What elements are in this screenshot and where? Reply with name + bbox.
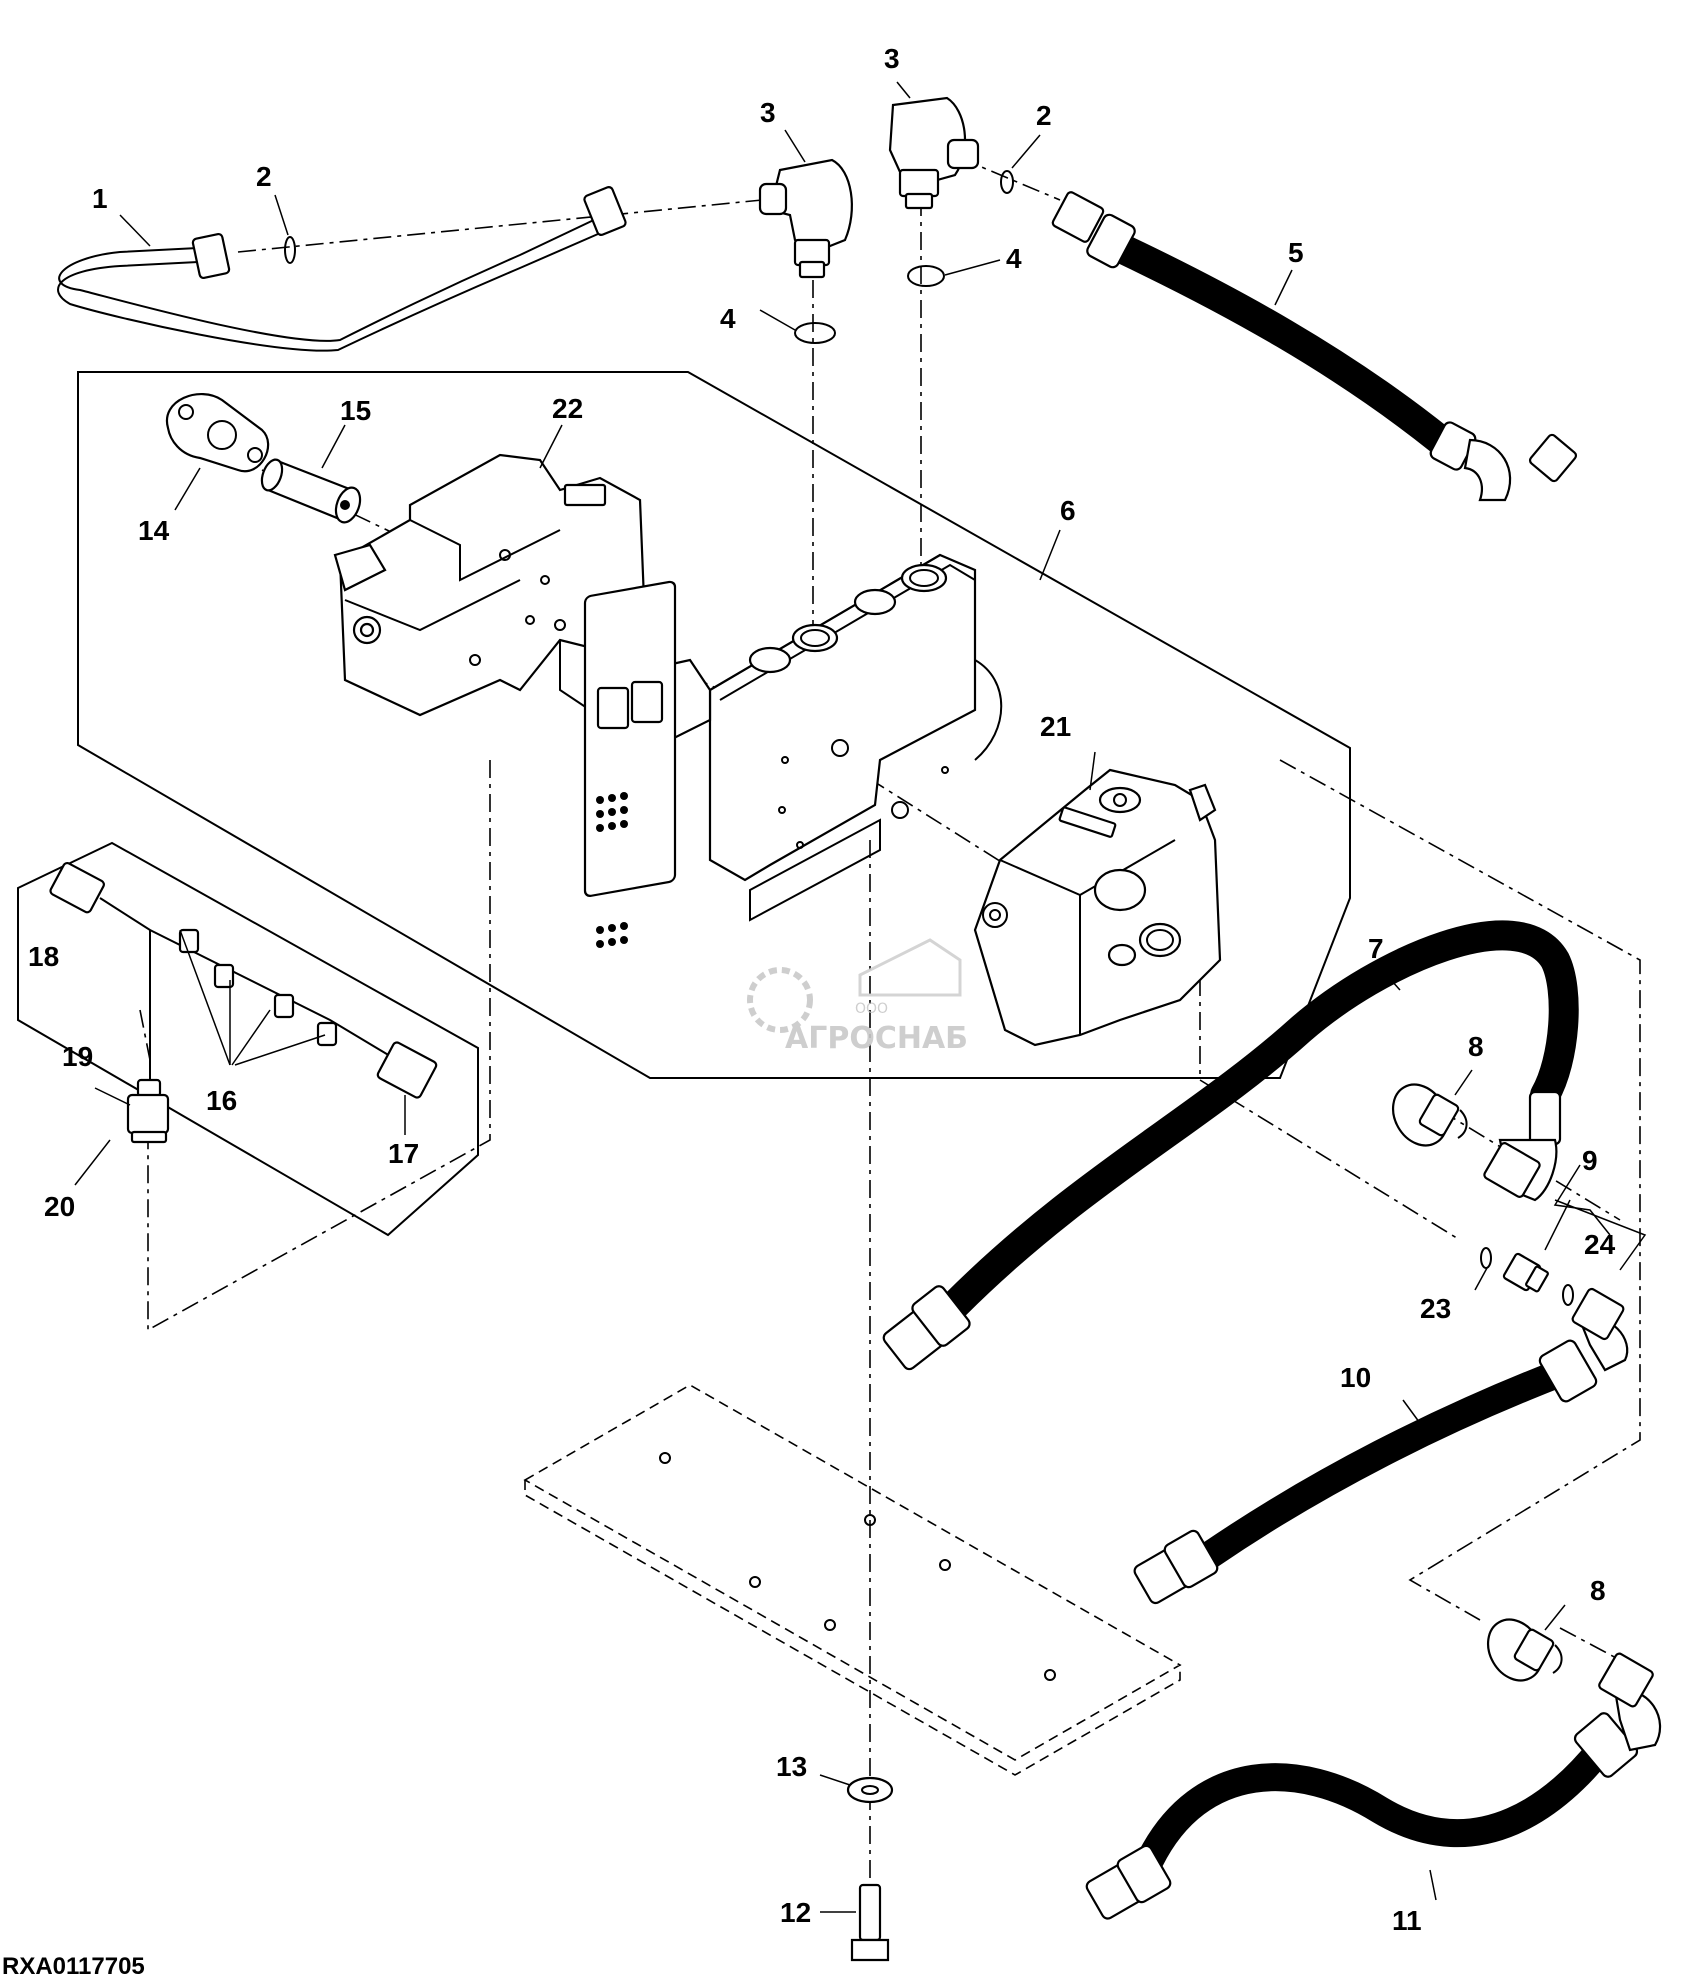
callout-20: 20 [44,1191,75,1222]
callout-24: 24 [1584,1229,1616,1260]
callout-9: 9 [1582,1145,1598,1176]
elbow-fitting-part-3a [758,158,853,279]
sleeve-part-15 [260,458,362,524]
callout-7: 7 [1368,933,1384,964]
o-ring-part-4a [794,322,836,344]
callout-10: 10 [1340,1362,1371,1393]
flange-part-14 [165,393,270,473]
callout-8b: 8 [1590,1575,1606,1606]
callout-3b: 3 [884,43,900,74]
callout-15: 15 [340,395,371,426]
washer-part-13 [846,1776,894,1804]
callout-21: 21 [1040,711,1071,742]
figure-id: RXA0117705 [2,1953,145,1980]
valve-assembly-outline [77,371,1351,1079]
callout-1: 1 [92,183,108,214]
callout-23: 23 [1420,1293,1451,1324]
elbow-fitting-part-3b [888,96,980,210]
callout-2a: 2 [256,161,272,192]
callout-14: 14 [138,515,170,546]
callout-5: 5 [1288,237,1304,268]
hose-part-10 [1133,1287,1629,1605]
callout-2b: 2 [1036,100,1052,131]
hose-part-11 [1085,1652,1661,1920]
fitting-part-8b [1486,1618,1563,1682]
valve-block-part-6 [583,553,1003,948]
adapter-part-9 [1502,1252,1549,1293]
callout-labels: 1 2 3 3 2 4 4 5 15 22 14 6 21 18 7 19 8 … [28,43,1616,1936]
fitting-part-8a [1391,1083,1468,1147]
callout-11: 11 [1392,1905,1422,1936]
callout-19: 19 [62,1041,93,1072]
callout-12: 12 [780,1897,811,1928]
hose-part-7 [882,920,1579,1371]
mounting-plate [523,1384,1182,1776]
valve-section-part-22 [333,453,647,717]
tube-line-part-1 [57,186,627,352]
callout-13: 13 [776,1751,807,1782]
o-ring-part-24 [1562,1284,1574,1306]
callout-8a: 8 [1468,1031,1484,1062]
o-ring-part-23 [1480,1247,1492,1269]
callout-22: 22 [552,393,583,424]
callout-3a: 3 [760,97,776,128]
o-ring-part-2b [1000,170,1014,194]
watermark-line2: АГРОСНАБ [785,1021,968,1056]
hose-part-5 [1051,191,1578,502]
bolt-part-12 [850,1883,890,1962]
harness-assembly-outline [17,841,479,1237]
harness-parts-16-20 [49,861,438,1144]
callout-4a: 4 [720,303,736,334]
watermark: ООО АГРОСНАБ [747,938,968,1056]
watermark-line1: ООО [855,1001,888,1017]
callout-17: 17 [388,1138,419,1169]
callout-4b: 4 [1006,243,1022,274]
callout-6: 6 [1060,495,1076,526]
end-cap-part-21 [973,768,1222,1047]
o-ring-part-2a [284,236,296,264]
leader-lines [74,81,1647,1913]
callout-18: 18 [28,941,59,972]
callout-16: 16 [206,1085,237,1116]
o-ring-part-4b [907,265,945,287]
